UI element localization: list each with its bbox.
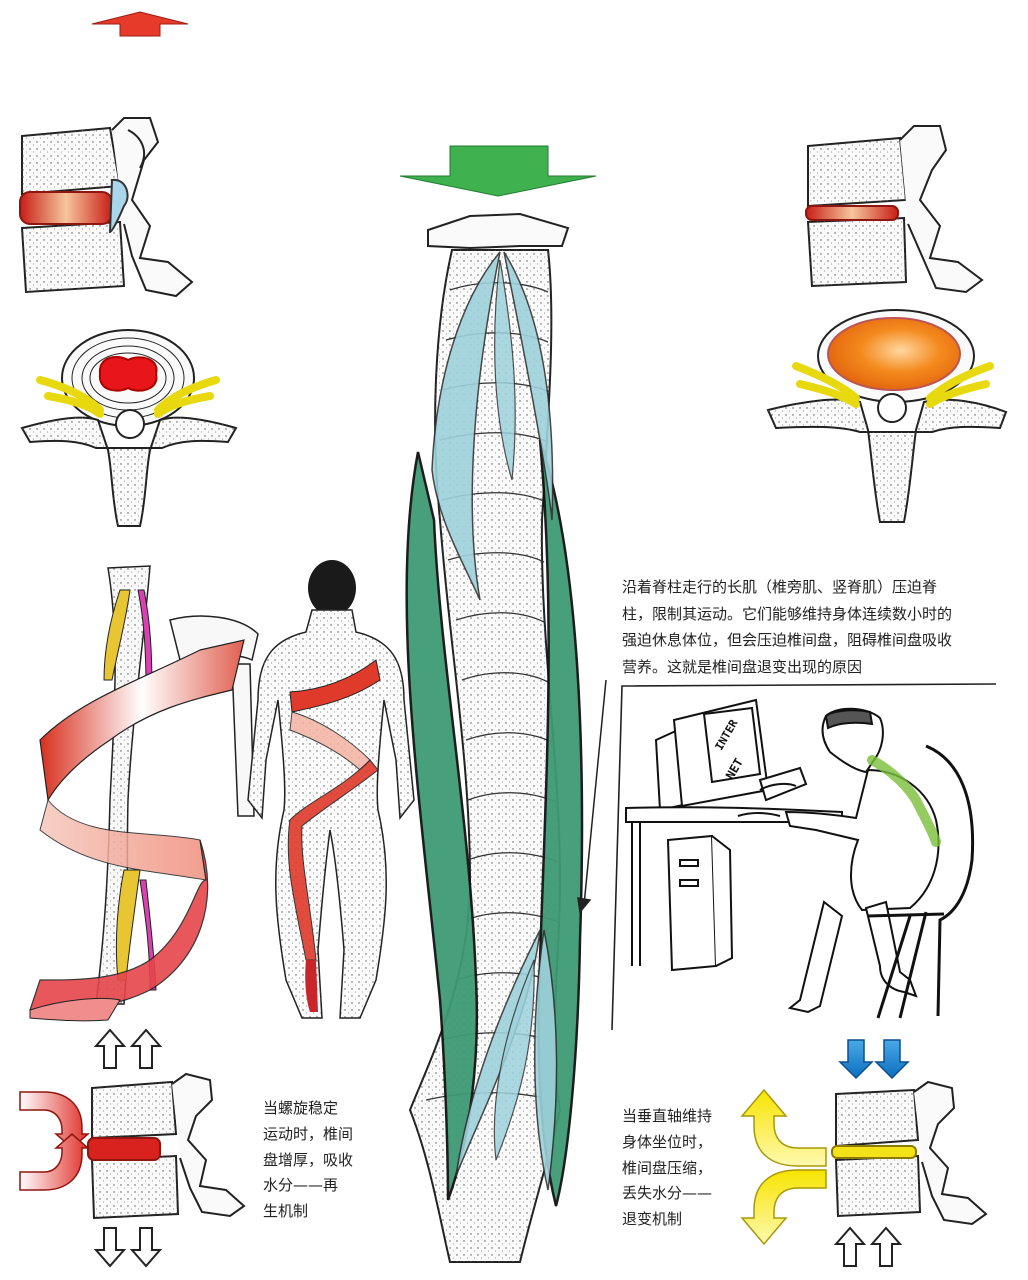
vertebra-degenerating [831, 1080, 988, 1226]
vertebra-axial-healthy [20, 329, 238, 527]
vertebra-side-healthy [19, 117, 194, 298]
blue-down-arrows-icon [838, 1039, 910, 1080]
up-arrows-bottom-right [833, 1226, 903, 1267]
regeneration-caption-line: 盘增厚，吸收 [263, 1150, 354, 1169]
computer-illustration: INTER NET [625, 698, 843, 972]
vertebra-side-degenerated [805, 125, 984, 294]
seated-person-illustration [737, 707, 975, 1019]
down-arrows-bottom-left [93, 1227, 163, 1268]
main-caption-line: 沿着脊柱走行的长肌（椎旁肌、竖脊肌）压迫脊 [622, 578, 938, 596]
vertebra-regenerating [87, 1072, 246, 1220]
top-green-arrow-icon [399, 145, 597, 197]
red-curved-arrows-icon [19, 1091, 90, 1191]
regeneration-caption-line: 当螺旋稳定 [263, 1099, 339, 1117]
main-caption: 沿着脊柱走行的长肌（椎旁肌、竖脊肌）压迫脊 柱，限制其运动。它们能够维持身体连续… [622, 574, 1022, 681]
main-caption-line: 营养。这就是椎间盘退变出现的原因 [622, 658, 863, 677]
main-caption-line: 柱，限制其运动。它们能够维持身体连续数小时的 [622, 604, 953, 623]
regeneration-caption-line: 运动时，椎间 [263, 1124, 354, 1143]
degeneration-caption-line: 身体坐位时， [622, 1132, 713, 1151]
regeneration-caption: 当螺旋稳定 运动时，椎间 盘增厚，吸收 水分——再 生机制 [263, 1096, 363, 1225]
degeneration-caption-line: 当垂直轴维持 [622, 1107, 713, 1125]
degeneration-caption-line: 椎间盘压缩， [622, 1158, 713, 1177]
regeneration-caption-line: 水分——再 [263, 1176, 339, 1195]
central-spine [405, 212, 584, 1263]
degeneration-caption-line: 丢失水分—— [622, 1184, 713, 1203]
yellow-curved-arrows-icon [740, 1088, 827, 1246]
top-red-arrow-icon [91, 11, 189, 37]
spiral-spine-skeleton [29, 565, 259, 1022]
vertebra-axial-degenerated [766, 309, 1008, 523]
human-figure-illustration [247, 560, 415, 1019]
up-arrows-bottom-left [93, 1028, 163, 1069]
degeneration-caption-line: 退变机制 [622, 1210, 683, 1229]
degeneration-caption: 当垂直轴维持 身体坐位时， 椎间盘压缩， 丢失水分—— 退变机制 [622, 1104, 722, 1233]
regeneration-caption-line: 生机制 [263, 1202, 309, 1221]
caption-pointer-line [577, 679, 607, 914]
main-caption-line: 强迫休息体位，但会压迫椎间盘，阻碍椎间盘吸收 [622, 631, 953, 650]
computer-scene-frame [611, 683, 997, 1031]
